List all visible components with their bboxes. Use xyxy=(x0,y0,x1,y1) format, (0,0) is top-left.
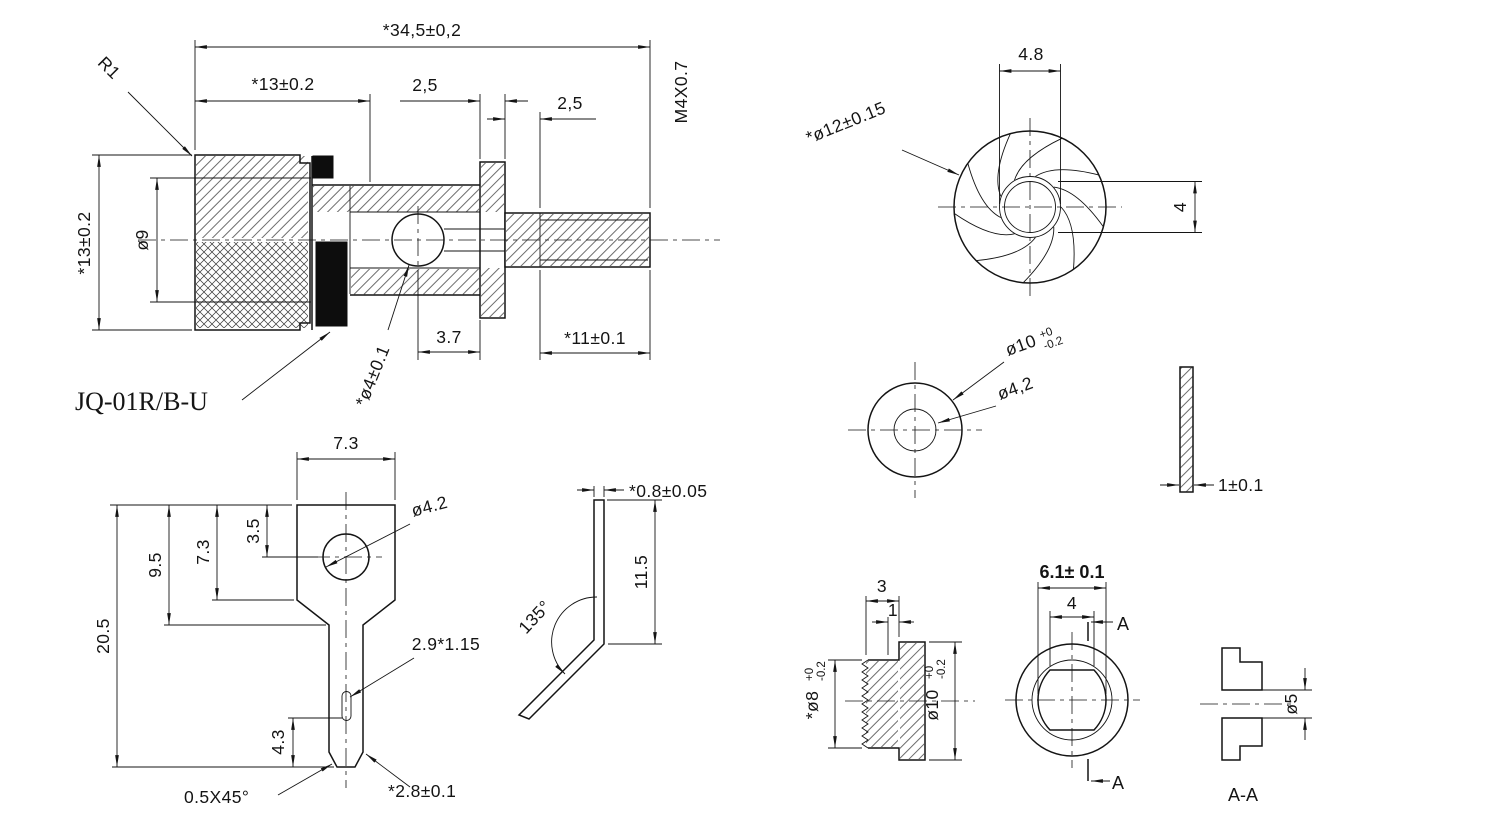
bent-lug-outline xyxy=(517,499,605,720)
dim-flange-width: 2,5 xyxy=(412,75,438,95)
dim-bend-angle: 135° xyxy=(514,596,554,637)
section-bottom-block xyxy=(1221,717,1263,761)
dim-thread-spec: M4X0.7 xyxy=(671,61,691,124)
oval-end-view: 6.1± 0.1 4 A A xyxy=(1005,562,1140,793)
dim-lug-width: 7.3 xyxy=(333,433,359,453)
lug-outline xyxy=(296,504,396,768)
body-hatch-top xyxy=(313,186,479,212)
dim-bushing-od: ø10 xyxy=(922,689,942,720)
section-aa-view: ø5 A-A xyxy=(1200,647,1312,805)
bushing-dimensions: 3 1 *ø8 +0 -0.2 ø10 +0 -0.2 xyxy=(802,576,962,761)
dim-lug-hole: ø4.2 xyxy=(409,492,450,521)
dim-shoulder: 7.3 xyxy=(193,539,213,565)
main-dimensions: *34,5±0,2 *13±0.2 2,5 2,5 M4X0.7 *13±0.2… xyxy=(74,20,691,416)
body-hatch-bottom xyxy=(351,269,479,295)
washer-view: ø10 +0 -0.2 ø4,2 1±0.1 xyxy=(848,326,1264,498)
dim-bushing-id: *ø8 xyxy=(802,691,822,719)
dim-pin-dia: *ø4±0.1 xyxy=(351,342,394,409)
bushing-knurl-edge xyxy=(861,659,869,749)
dim-leg-length: 11.5 xyxy=(631,555,651,589)
knurl-dimensions: 4.8 *ø12±0.15 4 xyxy=(803,44,1202,233)
insulator-bar xyxy=(315,241,348,327)
dim-chamfer: 0.5X45° xyxy=(184,787,249,807)
cap-knurl-crosshatch xyxy=(196,242,308,328)
part-number-label: JQ-01R/B-U xyxy=(75,387,208,416)
oval-bore-shape xyxy=(1037,669,1107,731)
section-dimensions: ø5 xyxy=(1262,668,1312,740)
dim-section-bore: ø5 xyxy=(1281,693,1301,714)
dim-relief-width: 2,5 xyxy=(557,93,583,113)
knurl-end-view: 4.8 *ø12±0.15 4 xyxy=(803,44,1202,296)
knurl-blades xyxy=(953,133,1105,284)
bushing-view: 3 1 *ø8 +0 -0.2 ø10 +0 -0.2 xyxy=(802,576,975,761)
dim-tab-width: *2.8±0.1 xyxy=(388,781,456,801)
dim-bushing-od-tol-lo: -0.2 xyxy=(936,659,948,679)
dim-bent-thickness: *0.8±0.05 xyxy=(629,481,707,501)
dim-washer-thickness: 1±0.1 xyxy=(1218,475,1264,495)
insulator-top xyxy=(312,155,334,179)
dim-bushing-od-tol-hi: +0 xyxy=(924,666,936,679)
flange-hatch-bottom xyxy=(481,268,504,317)
dim-knurl-square: 4 xyxy=(1170,202,1190,212)
dim-washer-id: ø4,2 xyxy=(995,372,1036,403)
section-mark-a-bottom: A xyxy=(1112,773,1124,793)
dim-cap-length: *13±0.2 xyxy=(251,74,314,94)
dim-knurl-flat: 4.8 xyxy=(1018,44,1044,64)
dim-cap-dia: *13±0.2 xyxy=(74,211,94,274)
flange-hatch-top xyxy=(481,163,504,212)
dim-taper: 9.5 xyxy=(145,552,165,578)
dim-oval-width: 6.1± 0.1 xyxy=(1040,562,1105,582)
connector-body-geometry xyxy=(138,154,720,331)
section-cut-marks: A A xyxy=(1087,614,1129,793)
dim-radius-r1: R1 xyxy=(94,52,125,83)
dim-hole-offset: 3.5 xyxy=(243,518,263,544)
section-top-block xyxy=(1221,647,1263,691)
washer-thickness-dim: 1±0.1 xyxy=(1160,475,1264,495)
dim-bushing-step: 1 xyxy=(888,600,898,620)
dim-bushing-id-tol-lo: -0.2 xyxy=(816,661,828,681)
dim-oval-flat: 4 xyxy=(1067,593,1077,613)
dim-bushing-id-tol-hi: +0 xyxy=(804,668,816,681)
lug-dimensions: 7.3 ø4.2 3.5 7.3 9.5 20.5 2.9*1.15 4.3 0… xyxy=(93,433,480,807)
washer-side-hatch xyxy=(1180,367,1193,492)
section-aa-label: A-A xyxy=(1228,785,1258,805)
dim-length: 20.5 xyxy=(93,618,113,654)
main-assembly-view: *34,5±0,2 *13±0.2 2,5 2,5 M4X0.7 *13±0.2… xyxy=(74,20,720,416)
dim-overall-length: *34,5±0,2 xyxy=(383,20,461,40)
bent-dimensions: *0.8±0.05 135° 11.5 xyxy=(514,481,707,675)
dim-stud-length: *11±0.1 xyxy=(564,328,626,348)
solder-lug-view: 7.3 ø4.2 3.5 7.3 9.5 20.5 2.9*1.15 4.3 0… xyxy=(93,433,480,807)
cap-section-hatch xyxy=(196,156,308,238)
dim-washer-od-tol-hi: +0 xyxy=(1038,326,1054,342)
lug-slot xyxy=(341,691,352,721)
dim-slot: 2.9*1.15 xyxy=(412,634,480,654)
dim-pin-position: 3.7 xyxy=(436,327,462,347)
oval-dimensions: 6.1± 0.1 4 xyxy=(1037,562,1107,694)
dim-bore-dia: ø9 xyxy=(132,229,152,250)
section-mark-a-top: A xyxy=(1117,614,1129,634)
dim-slot-offset: 4.3 xyxy=(268,729,288,755)
cap-outline xyxy=(194,154,311,331)
bushing-step-hatch xyxy=(866,661,898,747)
bent-lug-view: *0.8±0.05 135° 11.5 xyxy=(514,481,707,720)
dim-bushing-length: 3 xyxy=(877,576,887,596)
dim-washer-od: ø10 xyxy=(1003,330,1039,360)
dim-knurl-dia: *ø12±0.15 xyxy=(803,97,889,147)
